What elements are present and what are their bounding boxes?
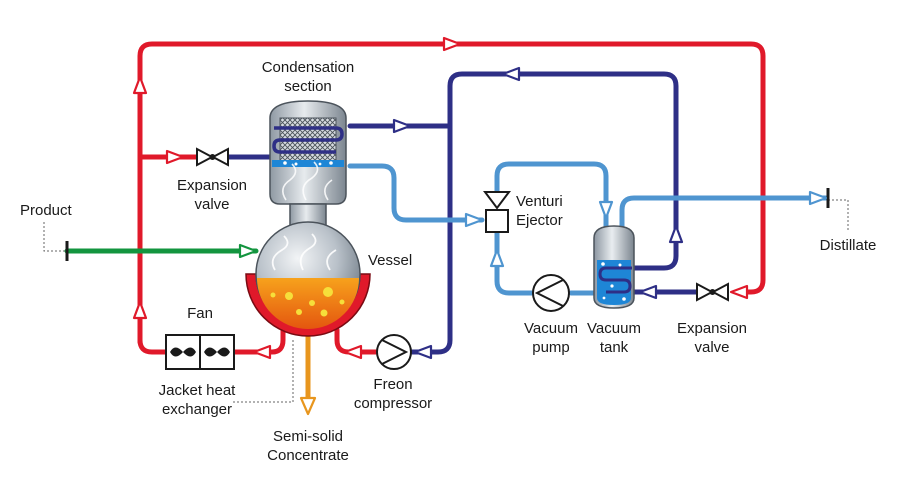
arrow-lightblue-up — [489, 248, 505, 268]
leader-lines — [43, 199, 849, 403]
jacket-heat-exchanger-fan — [165, 334, 235, 370]
arrow-darkblue-compressor-in — [413, 344, 433, 360]
label-expansion-valve-left-1: Expansion — [177, 177, 247, 194]
vacuum-pump — [532, 274, 570, 312]
arrow-orange-concentrate — [299, 396, 317, 416]
label-vessel: Vessel — [368, 252, 412, 269]
tank-coil — [598, 266, 632, 294]
condensation-section — [269, 100, 347, 233]
vessel — [245, 221, 371, 337]
arrow-red-up — [132, 75, 148, 95]
arrow-lightblue-tank — [598, 200, 614, 220]
label-expansion-valve-right-1: Expansion — [677, 320, 747, 337]
vacuum-tank — [593, 225, 635, 309]
label-jacket-2: exchanger — [162, 401, 232, 418]
red-pipe-fan-loop — [137, 327, 169, 355]
label-distillate: Distillate — [820, 237, 877, 254]
label-concentrate-1: Semi-solid — [273, 428, 343, 445]
label-expansion-valve-left-2: valve — [194, 196, 229, 213]
labels: Condensation section Expansion valve Pro… — [20, 59, 876, 464]
darkblue-pipe-suction — [347, 71, 679, 355]
label-concentrate-2: Concentrate — [267, 447, 349, 464]
expansion-valve-right — [696, 282, 729, 302]
label-venturi-2: Ejector — [516, 212, 563, 229]
arrow-red-compressor — [343, 344, 363, 360]
label-freon-1: Freon — [373, 376, 412, 393]
label-expansion-valve-right-2: valve — [694, 339, 729, 356]
flow-arrows — [132, 36, 828, 416]
lightblue-pipe-distillate — [619, 195, 829, 231]
arrow-red-top — [442, 36, 462, 52]
label-product: Product — [20, 202, 73, 219]
lightblue-pipe-condenser-out — [347, 163, 485, 223]
arrow-red-right-valve — [729, 284, 749, 300]
label-venturi-1: Venturi — [516, 193, 563, 210]
label-vacuum-tank-2: tank — [600, 339, 629, 356]
arrow-darkblue-up — [668, 224, 684, 244]
arrow-darkblue-top — [501, 66, 521, 82]
arrow-green-product — [238, 243, 258, 259]
label-fan: Fan — [187, 305, 213, 322]
arrow-red-jacket — [252, 344, 272, 360]
arrow-darkblue-tank-in — [638, 284, 658, 300]
fan-icon — [170, 347, 230, 357]
arrow-lightblue-distillate — [808, 190, 828, 206]
red-pipe-jacket-return — [231, 319, 286, 355]
label-jacket-1: Jacket heat — [159, 382, 237, 399]
label-vacuum-pump-2: pump — [532, 339, 570, 356]
arrow-darkblue-condenser — [392, 118, 412, 134]
arrow-red-fan-up — [132, 300, 148, 320]
label-condensation-1: Condensation — [262, 59, 355, 76]
lightblue-pipe-vacuum-loop — [494, 161, 609, 296]
expansion-valve-left — [196, 147, 229, 167]
condenser-coil — [272, 126, 344, 154]
label-freon-2: compressor — [354, 395, 432, 412]
arrow-lightblue-ejector — [464, 212, 484, 228]
freon-compressor — [376, 334, 412, 370]
label-vacuum-pump-1: Vacuum — [524, 320, 578, 337]
arrow-red-to-valve — [165, 149, 185, 165]
label-condensation-2: section — [284, 78, 332, 95]
red-pipe-top-loop — [137, 41, 766, 345]
label-vacuum-tank-1: Vacuum — [587, 320, 641, 337]
venturi-ejector — [483, 191, 511, 233]
